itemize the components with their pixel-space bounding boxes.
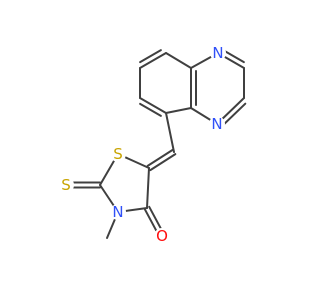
atom-label-o: O <box>156 227 168 245</box>
double-bond <box>139 97 167 114</box>
molecule-structure-diagram: N N S S N O <box>58 44 247 245</box>
double-bond <box>222 49 245 64</box>
double-bond <box>146 148 174 167</box>
single-bond <box>146 167 150 209</box>
atom-label-background <box>110 204 126 220</box>
atom-label-background <box>210 45 226 61</box>
atom-label-n: N <box>212 44 223 62</box>
atom-label-background <box>154 228 170 244</box>
single-bond <box>165 112 175 153</box>
atom-label-n: N <box>211 115 222 133</box>
double-bond <box>139 49 162 64</box>
single-bond <box>165 52 192 69</box>
atom-label-background <box>209 116 225 132</box>
double-bond <box>221 102 247 127</box>
atom-label-s: S <box>61 176 71 194</box>
atom-label-n: N <box>112 203 123 221</box>
atom-label-s: S <box>113 145 123 163</box>
single-bond <box>165 107 192 114</box>
double-bond <box>139 52 167 69</box>
double-bond <box>149 153 177 172</box>
atom-label-background <box>110 146 126 162</box>
atom-label-layer: N N S S N O <box>58 44 226 245</box>
bond-layer <box>65 49 247 239</box>
atom-label-background <box>58 177 74 193</box>
double-bond <box>139 102 162 117</box>
